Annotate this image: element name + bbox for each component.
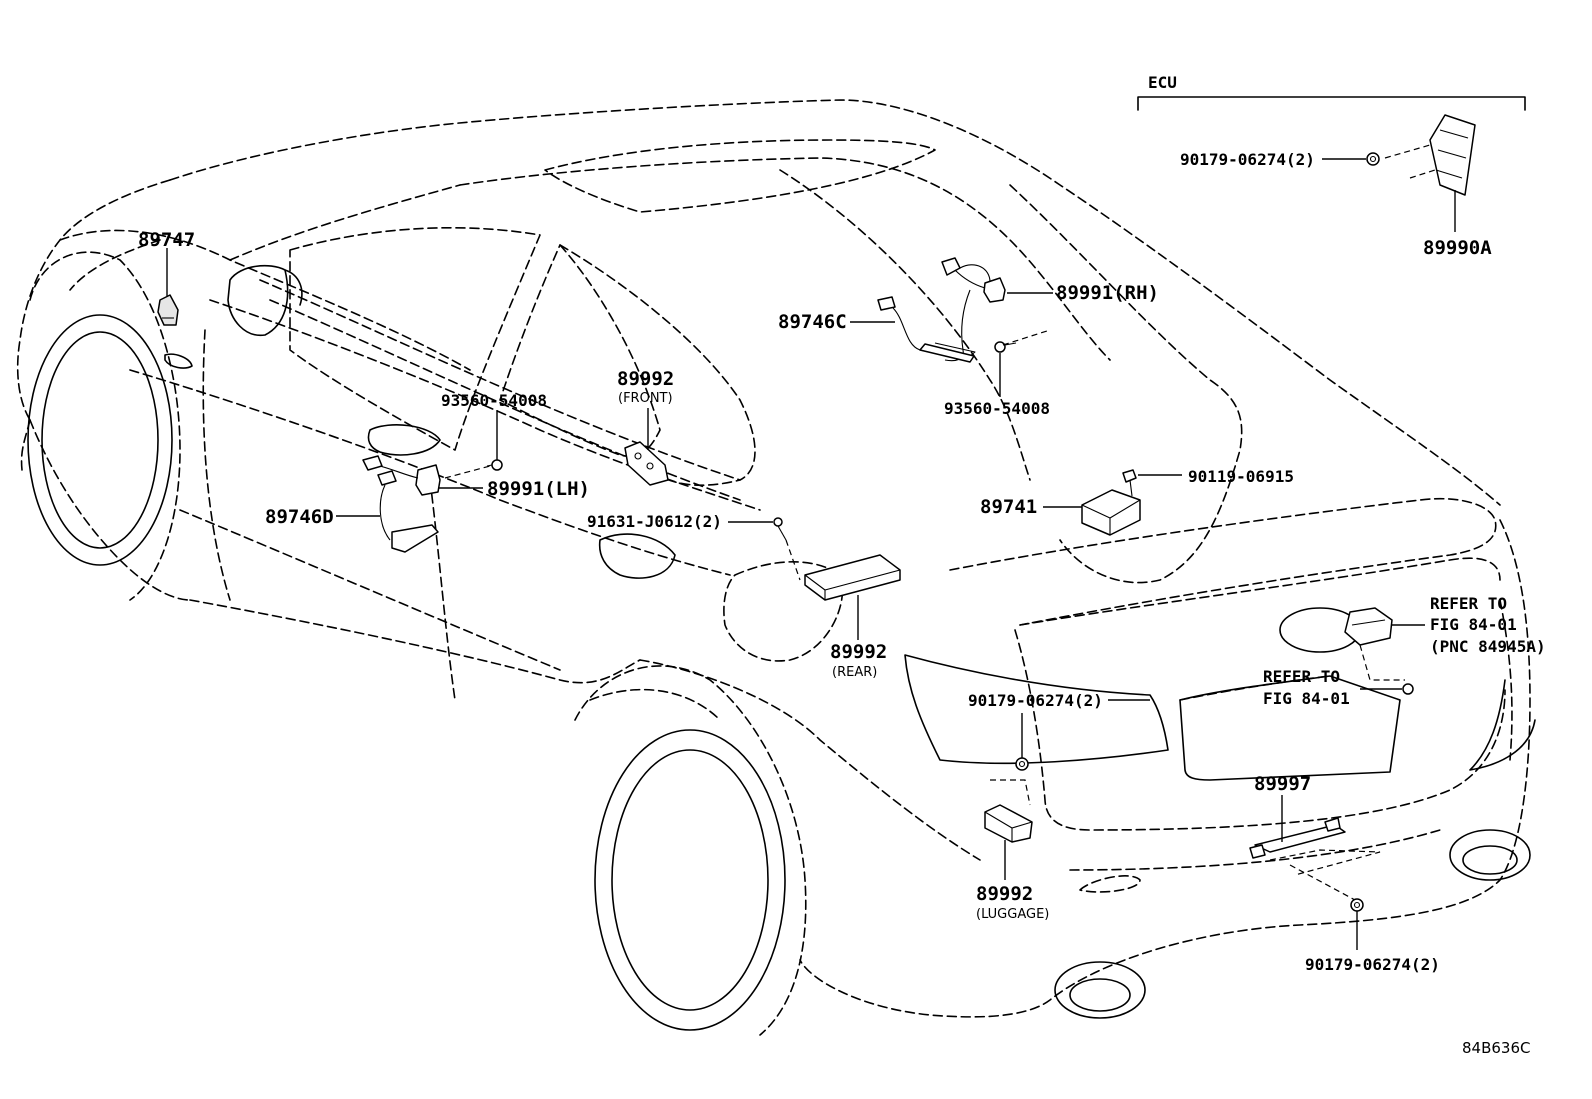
part-labels: 89747 89990A 90179-06274(2) 89991(RH) 89… xyxy=(138,150,1546,1057)
control-unit-89741-icon xyxy=(1081,489,1141,536)
screw-lh-icon xyxy=(486,459,503,471)
ecu-module-icon xyxy=(1384,114,1476,196)
part-label-89746d: 89746D xyxy=(265,506,334,528)
part-label-89741: 89741 xyxy=(980,496,1037,518)
part-label-89992-luggage: 89992 xyxy=(976,883,1033,905)
part-label-90179-ecu: 90179-06274(2) xyxy=(1180,150,1315,169)
bracket-89997-icon xyxy=(1249,817,1381,876)
part-label-91631: 91631-J0612(2) xyxy=(587,512,722,531)
part-label-89747: 89747 xyxy=(138,229,195,251)
part-label-89992-rear: 89992 xyxy=(830,641,887,663)
refer-to-1-line3: (PNC 84945A) xyxy=(1430,637,1546,656)
wire-harness-89746c-icon xyxy=(877,296,976,363)
oscillator-luggage-icon xyxy=(984,804,1033,843)
part-label-89991-rh: 89991(RH) xyxy=(1056,282,1159,304)
car-body-outline xyxy=(16,99,1536,1036)
antenna-sensor-icon xyxy=(157,294,179,326)
nut-icon xyxy=(1366,152,1380,166)
refer-to-1-line1: REFER TO xyxy=(1430,594,1507,613)
screw-rh-icon xyxy=(994,341,1017,353)
oscillator-rear-icon xyxy=(804,554,901,601)
refer-to-1-line2: FIG 84-01 xyxy=(1430,615,1517,634)
nut-mid-icon xyxy=(1015,757,1029,771)
oscillator-front-icon xyxy=(624,441,669,486)
part-label-89746c: 89746C xyxy=(778,311,847,333)
refer-to-2-line2: FIG 84-01 xyxy=(1263,689,1350,708)
part-label-89992-rear-note: (REAR) xyxy=(832,665,877,680)
part-label-89991-lh: 89991(LH) xyxy=(487,478,590,500)
part-label-89990a: 89990A xyxy=(1423,237,1492,259)
part-label-90179-mid: 90179-06274(2) xyxy=(968,691,1103,710)
trunk-opener-switch-icon xyxy=(1344,607,1405,681)
nut-ref-icon xyxy=(1402,683,1414,695)
door-oscillator-lh-icon xyxy=(362,455,441,496)
bolt-90119-icon xyxy=(1122,469,1137,497)
diagram-code: 84B636C xyxy=(1462,1039,1530,1057)
refer-to-2-line1: REFER TO xyxy=(1263,667,1340,686)
screw-91631-icon xyxy=(773,517,787,541)
part-label-89992-front: 89992 xyxy=(617,368,674,390)
part-label-89992-front-note: (FRONT) xyxy=(618,391,673,406)
part-label-89997: 89997 xyxy=(1254,773,1311,795)
part-label-93560-lh: 93560-54008 xyxy=(441,391,547,410)
wire-harness-89746d-icon xyxy=(379,484,439,553)
ecu-bracket-label: ECU xyxy=(1148,73,1177,92)
part-label-89992-luggage-note: (LUGGAGE) xyxy=(976,907,1049,922)
part-label-90119: 90119-06915 xyxy=(1188,467,1294,486)
part-label-90179-bottom: 90179-06274(2) xyxy=(1305,955,1440,974)
part-label-93560-rh: 93560-54008 xyxy=(944,399,1050,418)
door-oscillator-rh-icon xyxy=(941,257,1006,362)
ecu-bracket: ECU xyxy=(1137,73,1526,111)
nut-bottom-icon xyxy=(1350,898,1364,912)
